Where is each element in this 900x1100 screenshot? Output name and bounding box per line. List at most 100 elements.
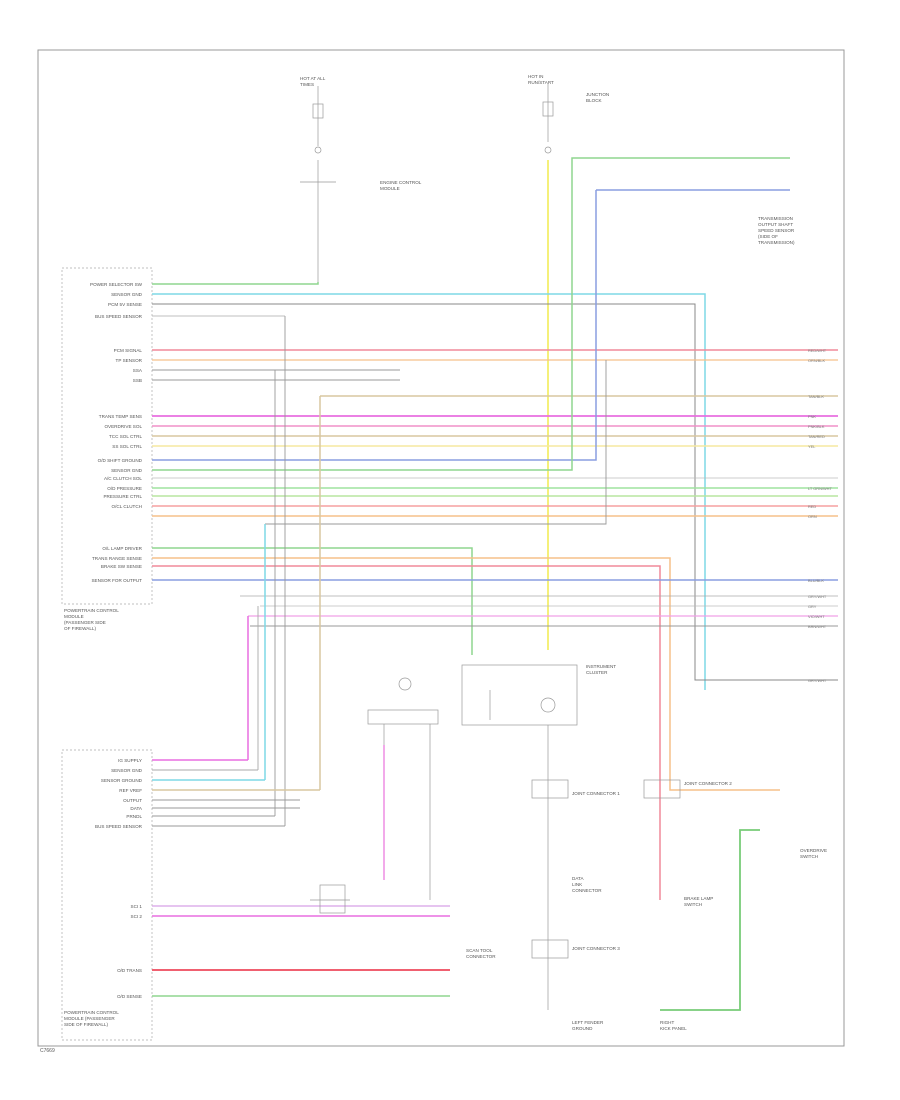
instrument-cluster-component — [461, 664, 578, 726]
connectors-lower — [310, 725, 681, 1010]
svg-text:TIMES: TIMES — [300, 82, 314, 87]
wire-green-3f — [152, 165, 573, 471]
svg-text:(PASSENGER SIDE: (PASSENGER SIDE — [64, 620, 106, 625]
svg-text:BRAKE SW SENSE: BRAKE SW SENSE — [101, 564, 142, 569]
svg-text:RUN/START: RUN/START — [528, 80, 554, 85]
wire-gray-1 — [152, 303, 838, 681]
svg-text:O/D SHIFT GROUND: O/D SHIFT GROUND — [98, 458, 143, 463]
svg-text:SCAN TOOL: SCAN TOOL — [466, 948, 493, 953]
svg-text:TAN/BLK: TAN/BLK — [808, 394, 824, 399]
svg-text:ORN/BLK: ORN/BLK — [808, 358, 825, 363]
svg-text:ORN: ORN — [808, 514, 817, 519]
svg-text:PNK: PNK — [808, 414, 816, 419]
right-terminal-labels: RED/WHT ORN/BLK TAN/BLK PNK PNK/BLK TAN/… — [808, 348, 832, 683]
svg-text:SPEED SENSOR: SPEED SENSOR — [758, 228, 795, 233]
component-labels: HOT AT ALL TIMES HOT IN RUN/START JUNCTI… — [300, 74, 827, 1031]
svg-text:O/CL CLUTCH: O/CL CLUTCH — [112, 504, 142, 509]
svg-text:SENSOR GND: SENSOR GND — [111, 468, 143, 473]
svg-text:PRNDL: PRNDL — [126, 814, 142, 819]
svg-text:SENSOR GROUND: SENSOR GROUND — [101, 778, 143, 783]
svg-text:CONNECTOR: CONNECTOR — [572, 888, 602, 893]
svg-text:TRANS TEMP SENS: TRANS TEMP SENS — [99, 414, 142, 419]
svg-text:MODULE: MODULE — [380, 186, 400, 191]
svg-text:HOT AT ALL: HOT AT ALL — [300, 76, 326, 81]
svg-text:DATA: DATA — [572, 876, 585, 881]
svg-text:PCM SIGNAL: PCM SIGNAL — [114, 348, 143, 353]
svg-text:ENGINE CONTROL: ENGINE CONTROL — [380, 180, 422, 185]
wire-green-4a — [152, 547, 473, 655]
svg-text:TCC SOL CTRL: TCC SOL CTRL — [109, 434, 142, 439]
svg-text:SS SOL CTRL: SS SOL CTRL — [112, 444, 142, 449]
svg-text:TRANS RANGE SENSE: TRANS RANGE SENSE — [92, 556, 142, 561]
svg-text:KICK PANEL: KICK PANEL — [660, 1026, 687, 1031]
svg-text:SWITCH: SWITCH — [684, 902, 702, 907]
wire-gray-3l — [265, 360, 607, 525]
svg-text:RED/WHT: RED/WHT — [808, 348, 827, 353]
svg-text:OVERDRIVE SOL: OVERDRIVE SOL — [104, 424, 142, 429]
svg-text:REF VREF: REF VREF — [119, 788, 142, 793]
svg-text:SCI 1: SCI 1 — [131, 904, 143, 909]
svg-text:JOINT CONNECTOR 2: JOINT CONNECTOR 2 — [684, 781, 732, 786]
svg-text:OVERDRIVE: OVERDRIVE — [800, 848, 827, 853]
wire-cyan-1 — [152, 293, 706, 690]
svg-text:JOINT CONNECTOR 1: JOINT CONNECTOR 1 — [572, 791, 620, 796]
svg-text:GROUND: GROUND — [572, 1026, 593, 1031]
svg-text:PCM 5V SENSE: PCM 5V SENSE — [108, 302, 142, 307]
svg-text:SWITCH: SWITCH — [800, 854, 818, 859]
svg-text:PNK/BLK: PNK/BLK — [808, 424, 825, 429]
ignition-switch-fuse — [542, 84, 554, 154]
svg-text:TAN/RED: TAN/RED — [808, 434, 825, 439]
svg-text:INSTRUMENT: INSTRUMENT — [586, 664, 616, 669]
svg-text:CONNECTOR: CONNECTOR — [466, 954, 496, 959]
svg-text:VIO/WHT: VIO/WHT — [808, 614, 825, 619]
wire-red-4c — [152, 565, 661, 900]
svg-text:SENSOR GND: SENSOR GND — [111, 768, 143, 773]
svg-text:TRANSMISSION: TRANSMISSION — [758, 216, 793, 221]
svg-text:TP SENSOR: TP SENSOR — [116, 358, 143, 363]
svg-text:DATA: DATA — [130, 806, 143, 811]
wire-lime-bottom — [660, 829, 760, 1011]
svg-text:BUS SPEED SENSOR: BUS SPEED SENSOR — [95, 314, 143, 319]
svg-text:CLUSTER: CLUSTER — [586, 670, 608, 675]
svg-text:SENSOR GND: SENSOR GND — [111, 292, 143, 297]
svg-text:GRY/WHT: GRY/WHT — [808, 594, 827, 599]
svg-text:GRY: GRY — [808, 604, 817, 609]
svg-text:HOT IN: HOT IN — [528, 74, 543, 79]
svg-text:RIGHT: RIGHT — [660, 1020, 674, 1025]
svg-text:SIDE OF FIREWALL): SIDE OF FIREWALL) — [64, 1022, 108, 1027]
svg-text:MODULE: MODULE — [64, 614, 84, 619]
hot-at-all-times-fuse — [300, 86, 336, 282]
svg-text:O/D TRANS: O/D TRANS — [117, 968, 142, 973]
svg-text:YEL: YEL — [808, 444, 816, 449]
svg-text:PRESSURE CTRL: PRESSURE CTRL — [103, 494, 142, 499]
svg-text:TRANSMISSION): TRANSMISSION) — [758, 240, 795, 245]
svg-text:SENSOR FOR OUTPUT: SENSOR FOR OUTPUT — [91, 578, 142, 583]
svg-text:JOINT CONNECTOR 3: JOINT CONNECTOR 3 — [572, 946, 620, 951]
svg-text:SSA: SSA — [133, 368, 143, 373]
svg-text:OUTPUT SHAFT: OUTPUT SHAFT — [758, 222, 793, 227]
svg-text:GRY/WHT: GRY/WHT — [808, 678, 827, 683]
wire-green-tr — [571, 157, 790, 165]
svg-text:JUNCTION: JUNCTION — [586, 92, 609, 97]
svg-text:POWERTRAIN CONTROL: POWERTRAIN CONTROL — [64, 1010, 119, 1015]
svg-text:BLU/BLK: BLU/BLK — [808, 578, 824, 583]
svg-text:RED: RED — [808, 504, 816, 509]
wire-blue-3e — [152, 190, 597, 461]
svg-text:POWER SELECTOR SW: POWER SELECTOR SW — [90, 282, 143, 287]
svg-text:OF FIREWALL): OF FIREWALL) — [64, 626, 96, 631]
svg-text:IG SUPPLY: IG SUPPLY — [118, 758, 142, 763]
speed-sensor-component — [367, 677, 439, 900]
svg-text:LEFT FENDER: LEFT FENDER — [572, 1020, 604, 1025]
svg-text:SCI 2: SCI 2 — [131, 914, 143, 919]
svg-text:A/C CLUTCH SOL: A/C CLUTCH SOL — [104, 476, 142, 481]
svg-text:BRAKE LAMP: BRAKE LAMP — [684, 896, 713, 901]
svg-text:LT GRN/WHT: LT GRN/WHT — [808, 486, 832, 491]
svg-text:LINK: LINK — [572, 882, 583, 887]
svg-text:(SIDE OF: (SIDE OF — [758, 234, 778, 239]
svg-text:SSB: SSB — [133, 378, 142, 383]
svg-text:BRN/WHT: BRN/WHT — [808, 624, 827, 629]
pcm-pin-labels: POWER SELECTOR SW SENSOR GND PCM 5V SENS… — [64, 282, 143, 631]
pcm-lower-module-outline — [61, 749, 153, 1041]
svg-text:O/L LAMP DRIVER: O/L LAMP DRIVER — [102, 546, 142, 551]
